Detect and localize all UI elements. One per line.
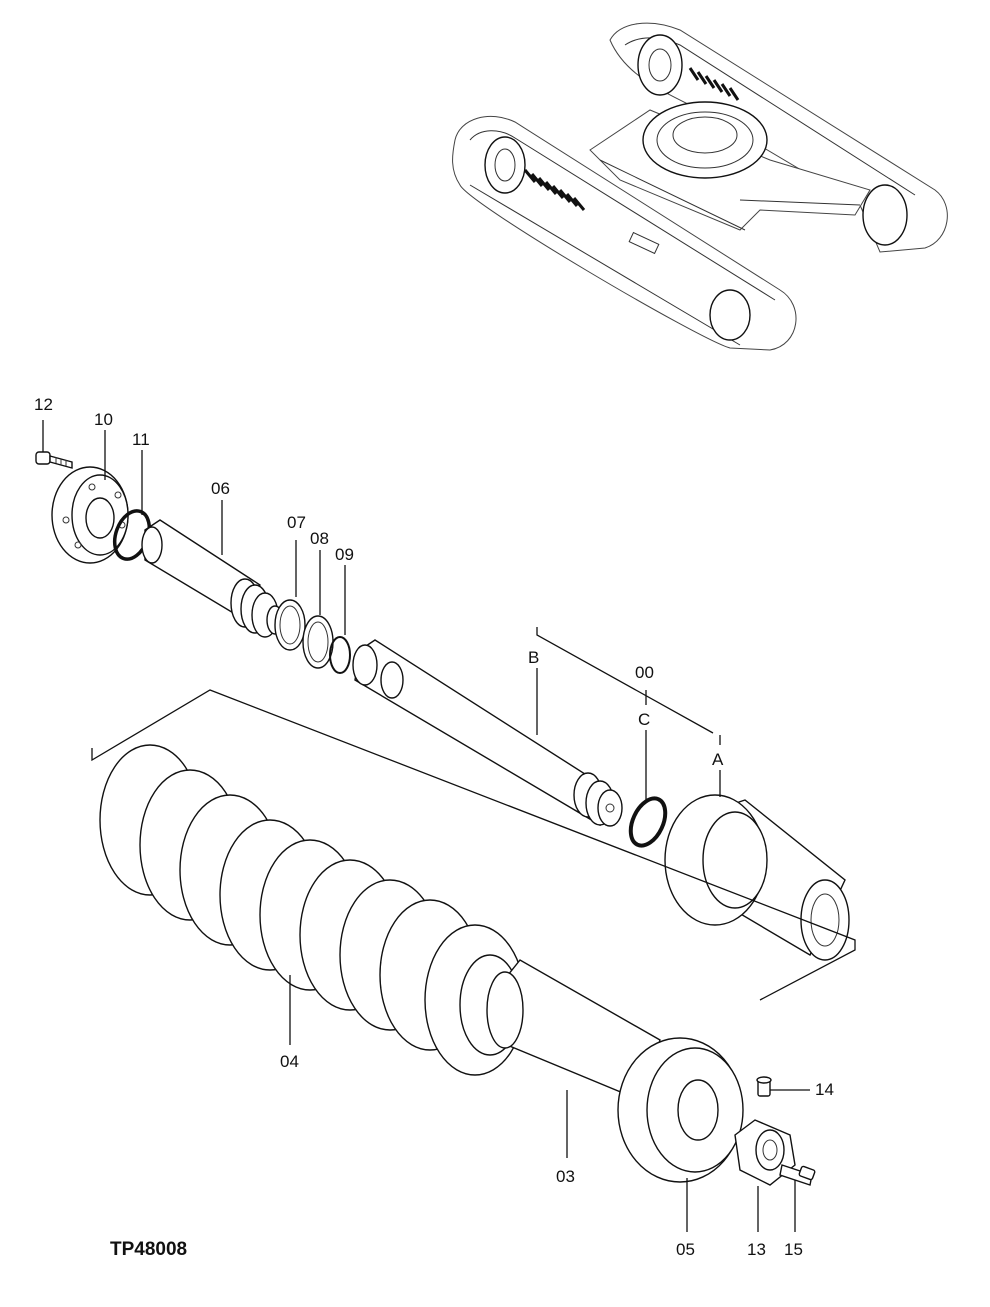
callout-03: 03 [556, 1167, 575, 1186]
callout-07: 07 [287, 513, 306, 532]
drawing-code: TP48008 [110, 1239, 187, 1260]
bolt-part-12 [35, 451, 73, 469]
callout-04: 04 [280, 1052, 299, 1071]
o-ring-part-C [628, 796, 668, 848]
callout-06: 06 [211, 479, 230, 498]
rod-part-B [352, 639, 623, 827]
group-bracket-00 [536, 627, 714, 734]
callout-C: C [638, 710, 650, 729]
callout-05: 05 [676, 1240, 695, 1259]
grease-fitting-part-15 [779, 1164, 816, 1186]
rod-part-03 [486, 959, 661, 1101]
callout-14: 14 [815, 1080, 834, 1099]
recoil-spring-icon [99, 744, 526, 1076]
callout-10: 10 [94, 410, 113, 429]
callout-08: 08 [310, 529, 329, 548]
yoke-part-05 [617, 1037, 744, 1183]
callout-12: 12 [34, 395, 53, 414]
group-boundary-line-04 [91, 689, 856, 1001]
plug-part-14 [756, 1076, 772, 1097]
leader-lines [42, 420, 810, 1232]
callout-00: 00 [635, 663, 654, 682]
callout-11: 11 [132, 430, 150, 449]
callout-B: B [528, 648, 539, 667]
track-adjuster-cylinder-icon [664, 794, 850, 961]
undercarriage-icon [452, 22, 948, 351]
callout-09: 09 [335, 545, 354, 564]
piston-rod-part-06 [141, 519, 284, 638]
callout-15: 15 [784, 1240, 803, 1259]
callout-13: 13 [747, 1240, 766, 1259]
snap-ring-part-09 [329, 636, 351, 674]
nut-part-13 [734, 1119, 796, 1186]
callout-A: A [712, 750, 724, 769]
